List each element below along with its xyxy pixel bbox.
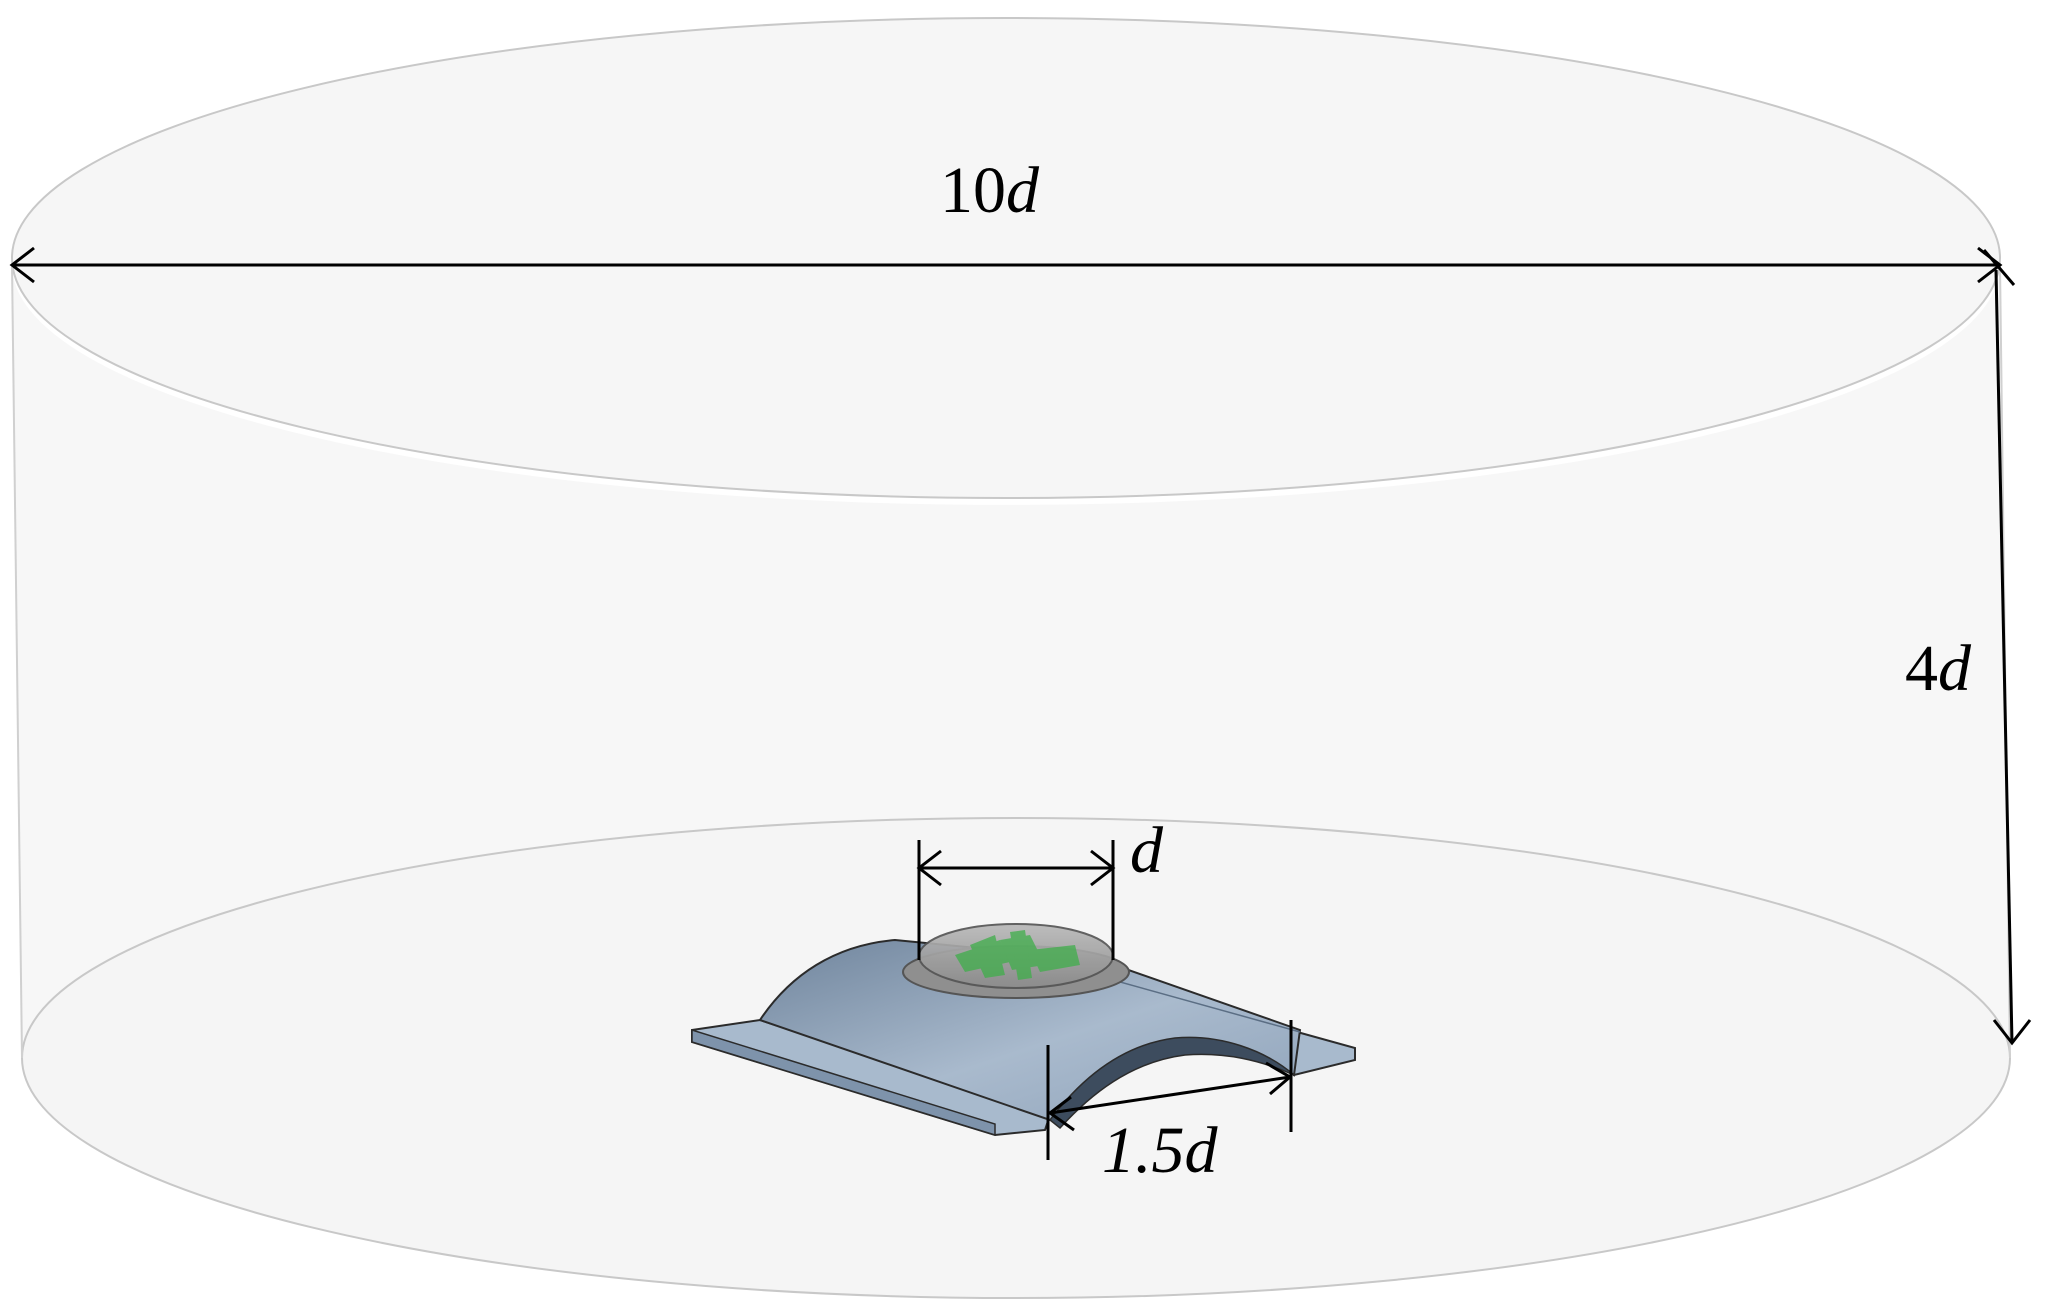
rotor-arrow-right xyxy=(1090,849,1116,887)
rotor-arrow-left xyxy=(916,849,942,887)
arched-base xyxy=(691,938,1356,1137)
height-arrow-bottom xyxy=(1992,1019,2032,1046)
base-left-flange-front xyxy=(691,1028,996,1137)
dimension-rotor-diameter xyxy=(916,840,1116,960)
diameter-extension-right xyxy=(1982,249,2016,286)
base-ridge-line xyxy=(1094,974,1301,1033)
base-arrow-left xyxy=(1047,1095,1075,1132)
rotor-disc xyxy=(902,923,1130,999)
domain-diameter-label: 10d xyxy=(940,154,1040,227)
cylinder-top-face xyxy=(11,17,2001,499)
cylinder-domain xyxy=(11,17,2011,1299)
height-dimension-line xyxy=(1994,269,2014,1044)
base-arrow-right xyxy=(1265,1061,1293,1096)
dimension-domain-height xyxy=(1992,269,2032,1046)
cylinder-left-edge xyxy=(11,264,23,1059)
domain-height-label: 4d xyxy=(1905,632,1972,705)
dimension-base-width xyxy=(1046,1020,1293,1160)
diameter-arrow-left xyxy=(9,246,35,284)
dimension-domain-diameter xyxy=(9,246,2016,286)
rotor-diameter-label: d xyxy=(1130,814,1164,887)
base-dimension-line xyxy=(1049,1075,1291,1115)
rotor-blades xyxy=(955,930,1080,980)
base-width-label: 1.5d xyxy=(1102,1114,1219,1187)
base-arch-underside xyxy=(1048,1036,1295,1130)
